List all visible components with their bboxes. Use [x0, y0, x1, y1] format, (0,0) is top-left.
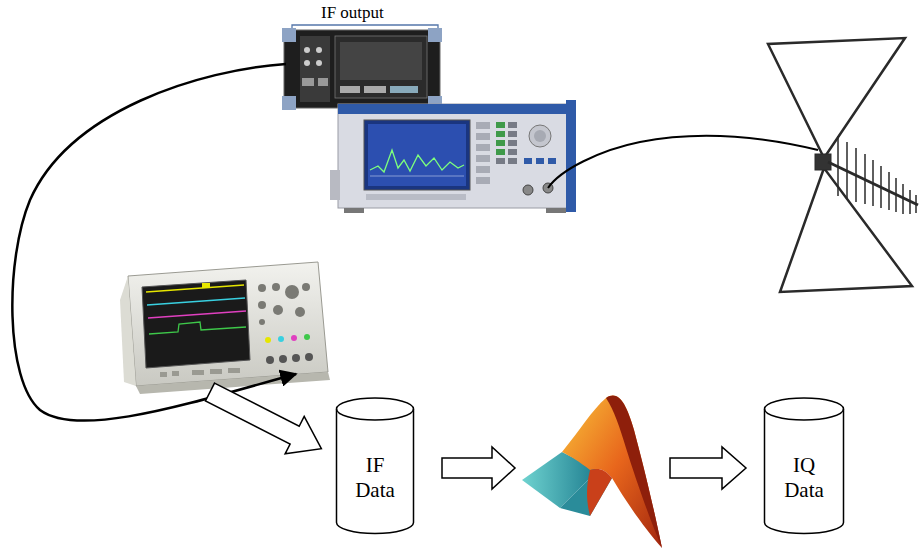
- if-cable: [12, 64, 296, 421]
- cylinder-body: [337, 398, 414, 533]
- spectrum-analyzer: [330, 100, 576, 213]
- analyzer-rear-panel: [282, 28, 442, 110]
- port-label: IF output: [318, 3, 387, 23]
- antenna: [768, 38, 918, 292]
- node-label: IF Data: [350, 453, 400, 501]
- flow-arrow: [200, 373, 330, 467]
- node-label: IQ Data: [779, 453, 829, 501]
- flow-arrow: [670, 447, 746, 489]
- matlab-logo: [522, 396, 662, 548]
- database-cylinder: IQ Data: [763, 398, 845, 535]
- cylinder-body: [765, 398, 844, 534]
- label-bracket: [292, 25, 438, 30]
- rf-cable: [548, 136, 818, 188]
- oscilloscope: [120, 262, 330, 394]
- cylinder-rim: [337, 409, 414, 420]
- cylinder-rim: [765, 409, 844, 420]
- database-cylinder: IF Data: [335, 398, 415, 535]
- flow-arrow: [442, 447, 515, 489]
